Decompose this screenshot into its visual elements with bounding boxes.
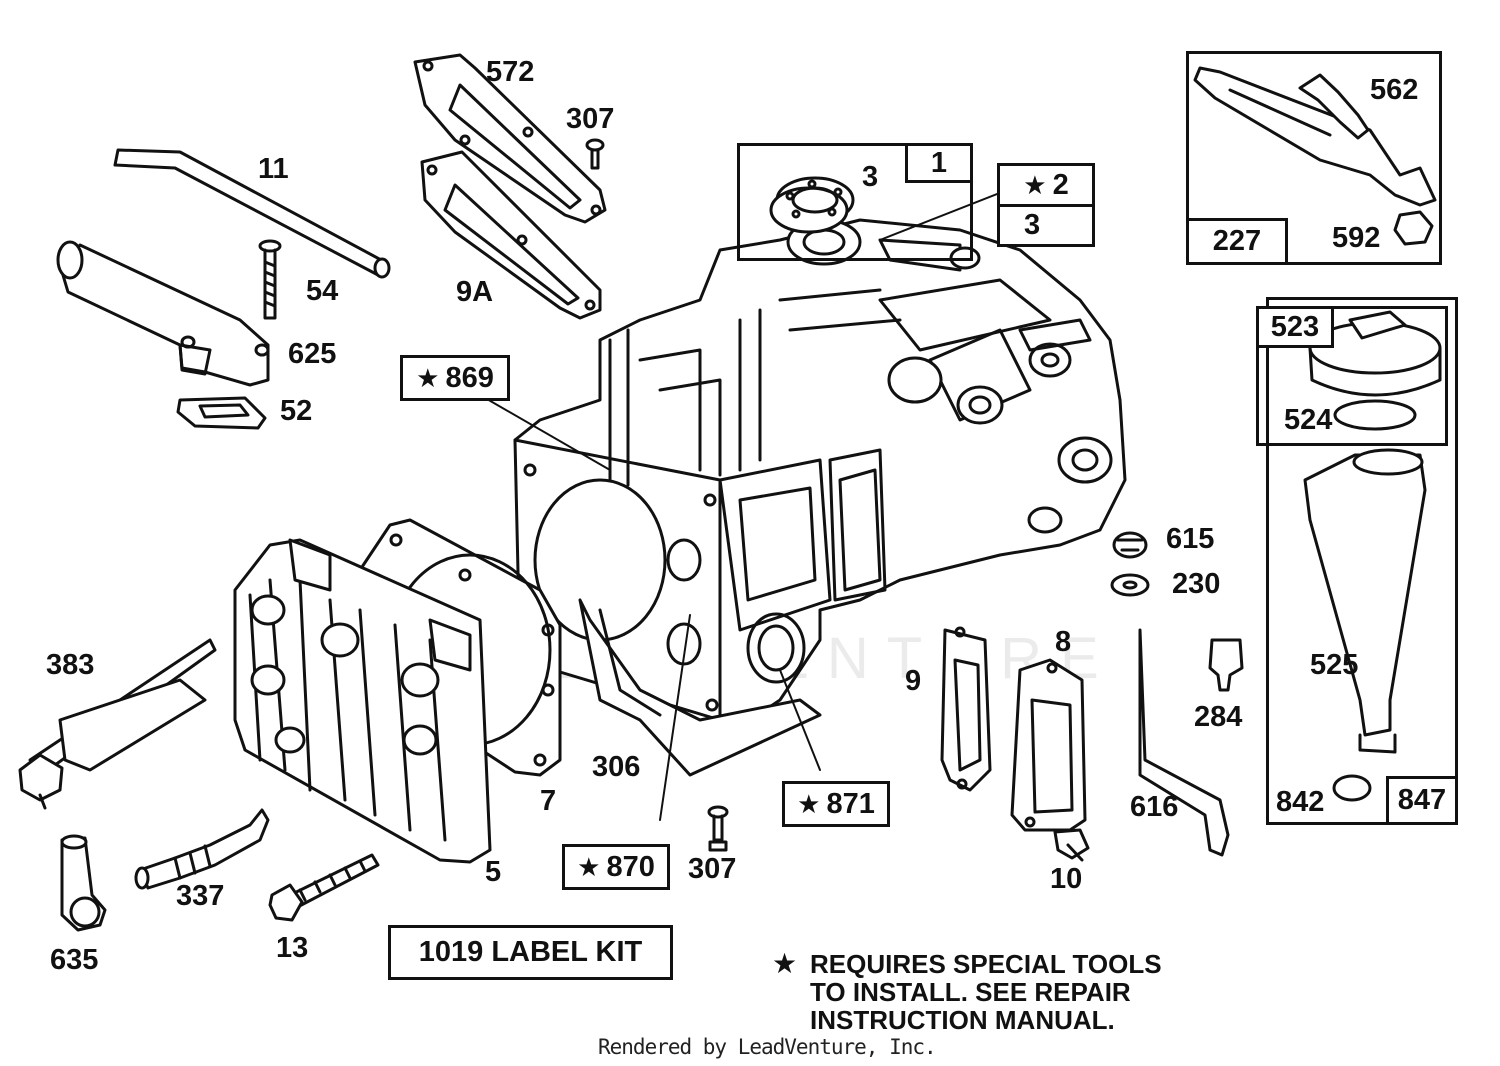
- box-label-870: ★870: [562, 844, 670, 890]
- label-625: 625: [288, 338, 337, 370]
- base-plate-306-part: [578, 598, 822, 777]
- label-3-seal: 3: [862, 161, 879, 193]
- note-line-3: INSTRUCTION MANUAL.: [810, 1005, 1115, 1035]
- gasket-52-part: [176, 396, 267, 430]
- screw-307-top-part: [585, 138, 605, 170]
- gasket-9a-part: [420, 150, 602, 320]
- o-ring-842-part: [1332, 774, 1372, 802]
- link-616-part: [1138, 628, 1230, 857]
- bolt-562-part: [1298, 73, 1370, 140]
- label-9a: 9A: [456, 276, 494, 308]
- label-842: 842: [1276, 786, 1325, 818]
- oil-seal-3-part: [769, 176, 855, 234]
- screw-307-bottom-part: [707, 805, 729, 852]
- label-11: 11: [258, 153, 289, 185]
- label-307-top: 307: [566, 103, 615, 135]
- spark-plug-337-part: [134, 808, 270, 890]
- label-kit-box: 1019 LABEL KIT: [388, 925, 673, 980]
- label-9: 9: [905, 665, 922, 697]
- gasket-9-part: [940, 626, 992, 792]
- washer-230-part: [1110, 573, 1150, 597]
- frame-dipstick-kit: [1266, 297, 1458, 825]
- box-label-1: 1: [905, 143, 973, 183]
- fitting-284-part: [1208, 638, 1244, 692]
- label-616: 616: [1130, 791, 1179, 823]
- screw-54-part: [258, 239, 282, 320]
- dipstick-tube-525-part: [1303, 448, 1427, 754]
- label-383: 383: [46, 649, 95, 681]
- box-label-227: 227: [1186, 218, 1288, 265]
- box-label-847: 847: [1386, 776, 1458, 825]
- breather-assembly-part: [56, 240, 270, 387]
- leader-lines: [479, 184, 1021, 821]
- special-tools-note: ★ REQUIRES SPECIAL TOOLS TO INSTALL. SEE…: [772, 949, 1162, 1035]
- box-label-2-3: ★2 3: [997, 163, 1095, 247]
- label-306: 306: [592, 751, 641, 783]
- screw-10-part: [1053, 828, 1090, 862]
- link-227-part: [1193, 66, 1437, 207]
- box-label-869: ★869: [400, 355, 510, 401]
- label-525: 525: [1310, 649, 1359, 681]
- label-13: 13: [276, 932, 309, 964]
- connector-635-part: [60, 834, 107, 932]
- label-10: 10: [1050, 863, 1083, 895]
- crankcase-block-part: [513, 218, 1127, 722]
- frame-crankcase-kit: [737, 143, 973, 261]
- cylinder-head-5-part: [233, 538, 492, 864]
- label-8: 8: [1055, 626, 1072, 658]
- label-284: 284: [1194, 701, 1243, 733]
- label-307-bottom: 307: [688, 853, 737, 885]
- label-54: 54: [306, 275, 339, 307]
- note-line-1: REQUIRES SPECIAL TOOLS: [810, 949, 1162, 979]
- frame-523-kit: [1256, 306, 1448, 446]
- note-star: ★: [772, 948, 798, 979]
- breather-cover-8-part: [1010, 658, 1087, 832]
- label-572: 572: [486, 56, 535, 88]
- bolt-13-part: [268, 853, 380, 922]
- breather-tube-part: [113, 148, 391, 279]
- label-635: 635: [50, 944, 99, 976]
- cover-plate-572-part: [413, 53, 607, 224]
- label-230: 230: [1172, 568, 1221, 600]
- label-337: 337: [176, 880, 225, 912]
- nut-615-part: [1112, 531, 1148, 559]
- frame-227-kit: [1186, 51, 1442, 265]
- note-line-2: TO INSTALL. SEE REPAIR: [810, 977, 1131, 1007]
- spark-plug-wrench-383-part: [18, 638, 217, 810]
- label-524: 524: [1284, 404, 1333, 436]
- box-label-523: 523: [1256, 306, 1334, 348]
- label-562: 562: [1370, 74, 1419, 106]
- label-615: 615: [1166, 523, 1215, 555]
- label-7: 7: [540, 785, 557, 817]
- label-5: 5: [485, 856, 502, 888]
- nut-592-part: [1393, 210, 1434, 246]
- label-52: 52: [280, 395, 313, 427]
- box-label-871: ★871: [782, 781, 890, 827]
- footer-credit: Rendered by LeadVenture, Inc.: [598, 1035, 937, 1059]
- dipstick-cap-524-part: [1308, 310, 1442, 431]
- label-592: 592: [1332, 222, 1381, 254]
